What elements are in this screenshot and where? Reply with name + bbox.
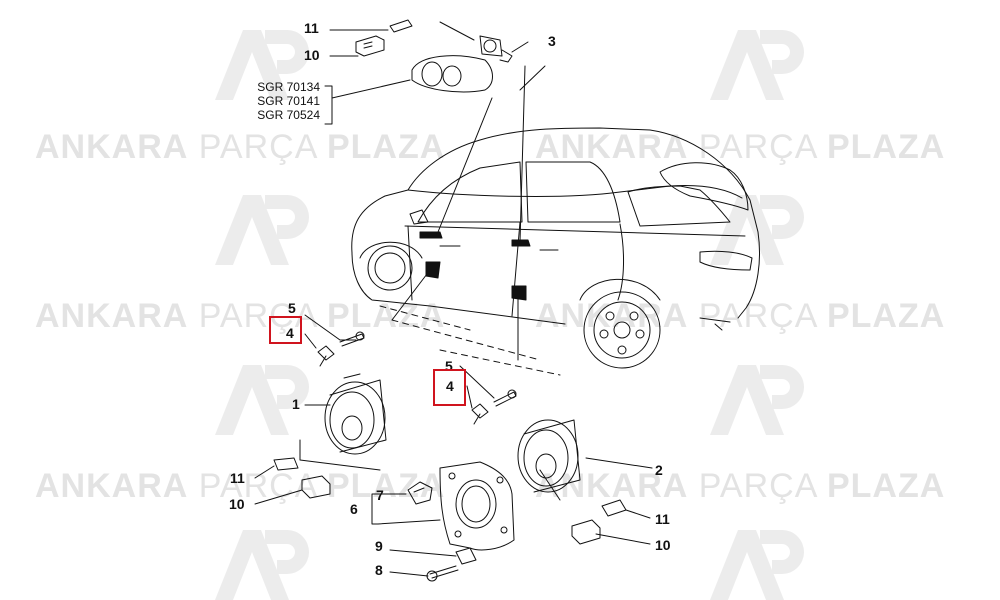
front-door-speaker xyxy=(324,373,387,455)
sgr-code-list: SGR 70134 SGR 70141 SGR 70524 xyxy=(248,80,320,122)
callout-11-top: 11 xyxy=(304,20,319,36)
connector-lower-left xyxy=(301,475,331,499)
callout-9: 9 xyxy=(375,538,383,554)
highlight-box-4-rear xyxy=(433,369,466,406)
sgr-code: SGR 70524 xyxy=(257,108,320,122)
clip-nut-rear xyxy=(471,403,489,425)
sgr-code: SGR 70141 xyxy=(257,94,320,108)
speaker-bracket xyxy=(439,461,515,551)
callout-10-top: 10 xyxy=(304,47,320,63)
callout-4-rear: 4 xyxy=(446,378,454,394)
terminal-lower-right xyxy=(601,499,627,517)
terminal-lower-left xyxy=(273,457,299,471)
callout-10-right: 10 xyxy=(655,537,671,553)
watermark-text: ANKARA PARÇA PLAZA xyxy=(535,128,946,166)
watermark-text: ANKARA PARÇA PLAZA xyxy=(35,128,446,166)
watermark-text: ANKARA PARÇA PLAZA xyxy=(535,467,946,505)
watermark-logo xyxy=(215,530,309,600)
connector-top xyxy=(355,35,385,57)
watermark-logo xyxy=(710,530,804,600)
tweeter-cover xyxy=(411,55,493,93)
sgr-code: SGR 70134 xyxy=(257,80,320,94)
door-speaker-mount-rear-lower xyxy=(511,285,527,301)
watermark-text: ANKARA PARÇA PLAZA xyxy=(35,467,446,505)
nut-part-9 xyxy=(455,547,477,565)
callout-3: 3 xyxy=(548,33,556,49)
highlight-box-4-front xyxy=(269,316,302,344)
watermark-logo xyxy=(710,195,804,265)
callout-11-left: 11 xyxy=(230,470,245,486)
screw-part-8 xyxy=(426,565,459,582)
callout-7: 7 xyxy=(376,487,384,503)
door-speaker-mount-front-lower xyxy=(425,261,441,279)
watermark-logo xyxy=(215,30,309,100)
callout-8: 8 xyxy=(375,562,383,578)
callout-4-front: 4 xyxy=(286,325,294,341)
screw-rear xyxy=(493,389,517,407)
callout-10-left: 10 xyxy=(229,496,245,512)
watermark-logo xyxy=(215,365,309,435)
callout-6: 6 xyxy=(350,501,358,517)
watermark-logo xyxy=(710,30,804,100)
door-speaker-mount-front-upper xyxy=(419,231,443,239)
watermark-text: ANKARA PARÇA PLAZA xyxy=(35,297,446,335)
connector-lower-right xyxy=(571,519,601,545)
watermark-logo xyxy=(215,195,309,265)
callout-1: 1 xyxy=(292,396,300,412)
clip-nut-front xyxy=(317,345,335,367)
tweeter xyxy=(479,35,513,63)
rear-door-speaker xyxy=(517,419,581,493)
callout-2: 2 xyxy=(655,462,663,478)
clip-part-7 xyxy=(407,481,433,505)
terminal-top xyxy=(389,19,413,33)
watermark-logo xyxy=(710,365,804,435)
callout-5-rear: 5 xyxy=(445,358,453,374)
screw-front xyxy=(339,331,365,347)
car-body xyxy=(351,127,760,369)
door-speaker-mount-rear-upper xyxy=(511,239,531,247)
watermark-text: ANKARA PARÇA PLAZA xyxy=(535,297,946,335)
callout-5-front: 5 xyxy=(288,300,296,316)
callout-11-right: 11 xyxy=(655,511,670,527)
